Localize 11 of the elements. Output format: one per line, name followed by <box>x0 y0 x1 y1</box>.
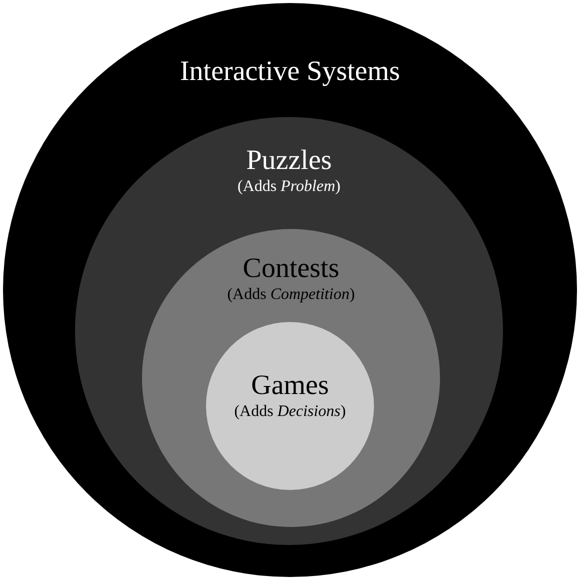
circle-subtitle: (Adds Problem) <box>238 177 340 196</box>
circle-heading: Games <box>251 370 329 402</box>
nested-circle <box>206 322 374 490</box>
circle-subtitle: (Adds Competition) <box>227 285 355 304</box>
circle-subtitle: (Adds Decisions) <box>234 402 346 421</box>
circle-heading: Puzzles <box>246 145 332 177</box>
circle-heading: Interactive Systems <box>180 56 400 88</box>
circle-heading: Contests <box>242 253 340 285</box>
nested-circle <box>75 117 503 545</box>
nested-circle <box>142 229 440 527</box>
nested-circle <box>3 3 577 577</box>
